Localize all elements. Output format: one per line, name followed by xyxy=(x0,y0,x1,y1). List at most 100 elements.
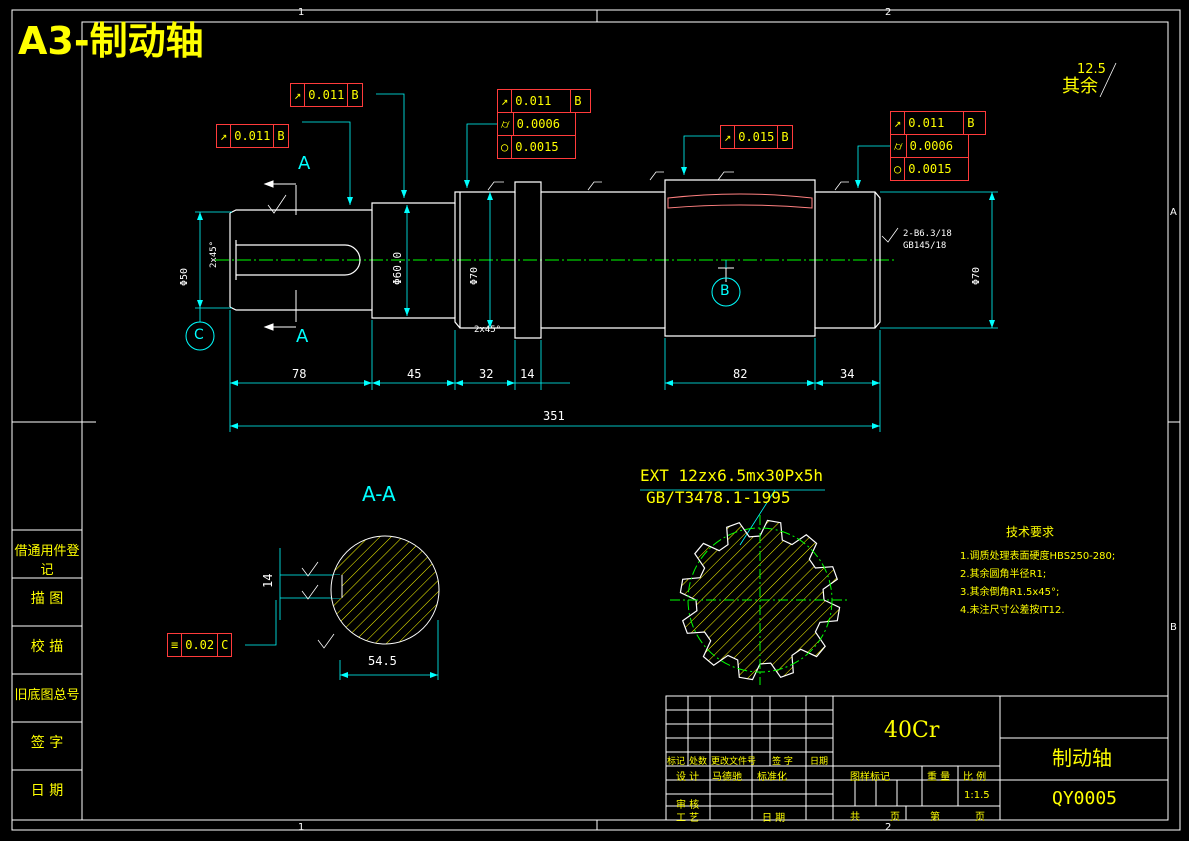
page-label: 页 xyxy=(890,812,900,823)
side-panel-item: 校 描 xyxy=(30,639,64,655)
dimension-32: 32 xyxy=(479,367,494,381)
runout-icon: ↗ xyxy=(217,125,232,147)
dimension-14: 14 xyxy=(520,367,535,381)
weight-label: 重 量 xyxy=(927,772,951,783)
tech-req-item: 2.其余圆角半径R1; xyxy=(960,569,1047,580)
dimension-arrows xyxy=(197,167,995,678)
side-panel-item: 旧底图总号 xyxy=(14,688,80,703)
section-cut-lines xyxy=(263,180,734,331)
spline-hatch xyxy=(667,193,813,209)
tolerance-frame-5: ↗ 0.011 B ⌭ 0.0006 ○ 0.0015 xyxy=(890,111,986,181)
material-label: 40Cr xyxy=(884,718,940,743)
runout-icon: ↗ xyxy=(498,90,513,112)
total-sheets-label: 共 xyxy=(850,812,860,823)
side-panel-item: 签 字 xyxy=(30,735,64,751)
tolerance-datum: B xyxy=(574,94,582,108)
scale-value: 1:1.5 xyxy=(964,790,990,801)
tech-req-item: 1.调质处理表面硬度HBS250-280; xyxy=(960,551,1116,562)
date-label: 日 期 xyxy=(762,813,786,824)
tolerance-value: 0.0006 xyxy=(909,139,953,153)
spline-section xyxy=(670,515,850,685)
zone-label-right-a: A xyxy=(1170,207,1177,218)
datum-label-c: C xyxy=(194,327,204,343)
tolerance-value: 0.02 xyxy=(182,634,219,656)
shaft-outline xyxy=(229,179,881,339)
tech-req-item: 4.未注尺寸公差按IT12. xyxy=(960,605,1065,616)
tech-req-item: 3.其余倒角R1.5x45°; xyxy=(960,587,1060,598)
tolerance-value: 0.011 xyxy=(231,125,275,147)
dimension-key-depth: 54.5 xyxy=(368,654,397,668)
tolerance-value: 0.0006 xyxy=(516,117,560,131)
roughness-label: 其余 xyxy=(1062,76,1098,97)
rev-header-sign: 签 字 xyxy=(772,757,793,767)
runout-icon: ↗ xyxy=(721,126,736,148)
rev-header-mark: 标记 xyxy=(667,757,686,767)
dimension-82: 82 xyxy=(733,367,748,381)
tolerance-datum: B xyxy=(781,130,789,144)
dimension-lines xyxy=(195,93,998,680)
dimension-45: 45 xyxy=(407,367,422,381)
rev-header-doc: 更改文件号 xyxy=(711,757,757,767)
tolerance-datum: C xyxy=(221,638,229,652)
tolerance-row: ↗ 0.011 B xyxy=(890,111,986,135)
diameter-70-right: Φ70 xyxy=(971,266,982,285)
diameter-60: Φ60.0 xyxy=(391,251,404,285)
zone-label-bottom-1: 1 xyxy=(298,822,305,833)
tolerance-value: 0.0015 xyxy=(515,140,559,154)
dimension-total-351: 351 xyxy=(543,409,565,423)
section-mark-a-top: A xyxy=(298,153,311,174)
review-label: 审 核 xyxy=(676,800,700,811)
drawing-number: QY0005 xyxy=(1052,788,1118,809)
inner-border xyxy=(81,21,1169,821)
page-label-2: 页 xyxy=(975,812,985,823)
tolerance-value: 0.011 xyxy=(305,84,349,106)
sheet-title: A3-制动轴 xyxy=(18,19,204,63)
dimension-78: 78 xyxy=(292,367,307,381)
scale-label: 比 例 xyxy=(963,772,987,783)
standardize-label: 标准化 xyxy=(757,772,787,783)
runout-icon: ↗ xyxy=(291,84,306,106)
tolerance-row: ⌭ 0.0006 xyxy=(497,113,576,136)
datum-circles xyxy=(185,277,741,351)
tolerance-value: 0.0015 xyxy=(908,162,952,176)
diameter-70-left: Φ70 xyxy=(469,266,480,285)
tolerance-datum: B xyxy=(277,129,285,143)
center-hole-note: 2-B6.3/18 xyxy=(903,229,952,239)
spline-standard: GB/T3478.1-1995 xyxy=(646,488,791,507)
dimension-key-width: 14 xyxy=(261,573,275,588)
tolerance-row: ○ 0.0015 xyxy=(497,136,576,159)
roughness-value: 12.5 xyxy=(1077,62,1106,77)
cylindricity-icon: ⌭ xyxy=(498,113,514,135)
zone-label-right-b: B xyxy=(1170,622,1177,633)
section-a-a xyxy=(330,535,440,645)
spline-spec: EXT 12zx6.5mx30Px5h xyxy=(640,466,824,485)
symmetry-icon: ≡ xyxy=(168,634,183,656)
section-mark-a-bottom: A xyxy=(296,326,309,347)
zone-label-top-2: 2 xyxy=(885,7,892,18)
circularity-icon: ○ xyxy=(498,136,513,158)
design-label: 设 计 xyxy=(676,772,700,783)
sheet-label: 第 xyxy=(930,812,940,823)
diameter-50: Φ50 xyxy=(179,267,190,286)
dimension-34: 34 xyxy=(840,367,855,381)
side-panel-item: 日 期 xyxy=(30,783,64,799)
center-hole-standard: GB145/18 xyxy=(903,241,947,251)
rev-header-count: 处数 xyxy=(689,757,708,767)
cylindricity-icon: ⌭ xyxy=(891,135,907,157)
tolerance-value: 0.011 xyxy=(905,112,965,134)
tolerance-datum: B xyxy=(967,116,975,130)
tech-req-heading: 技术要求 xyxy=(1006,525,1055,539)
section-title-a-a: A-A xyxy=(362,482,396,506)
tolerance-frame-6: ≡ 0.02 C xyxy=(167,633,233,657)
stage-label: 图样标记 xyxy=(850,772,890,783)
designer-name: 马德驰 xyxy=(712,772,742,783)
roughness-symbols xyxy=(267,62,1117,649)
part-name: 制动轴 xyxy=(1052,746,1112,770)
tolerance-datum: B xyxy=(351,88,359,102)
chamfer-note-2: 2x45° xyxy=(209,240,219,268)
side-panel-item: 描 图 xyxy=(30,591,64,607)
tolerance-value: 0.011 xyxy=(512,90,572,112)
zone-label-top-1: 1 xyxy=(298,7,305,18)
